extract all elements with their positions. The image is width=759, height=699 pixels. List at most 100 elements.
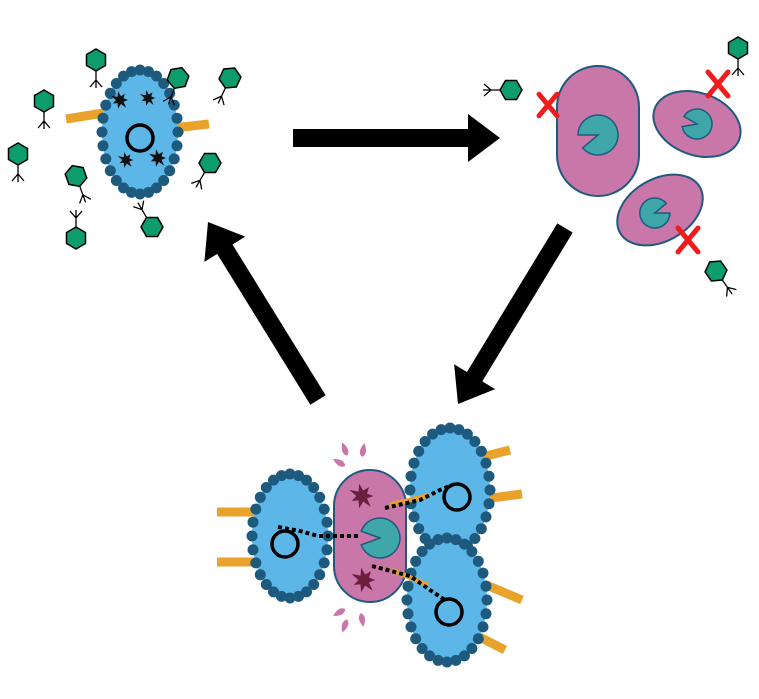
phage-tail xyxy=(731,59,745,76)
phage-tail xyxy=(191,172,206,190)
phage-tail xyxy=(78,186,92,204)
surface-receptor-dot xyxy=(408,511,420,523)
arrow-head xyxy=(204,222,246,262)
resistant-cells-group xyxy=(483,36,749,297)
surface-receptor-dot xyxy=(171,140,183,152)
effector-icon xyxy=(360,517,401,559)
phage-head xyxy=(85,48,107,72)
surface-receptor-dot xyxy=(480,511,492,523)
x-strokes xyxy=(705,69,731,99)
surface-receptor-dot xyxy=(318,503,330,515)
resistant-cell-large xyxy=(556,65,640,197)
phage-icon xyxy=(191,152,222,190)
surface-receptor-dot xyxy=(480,457,492,469)
phage-head xyxy=(166,66,190,90)
surface-receptor-dot xyxy=(247,516,259,528)
phage-head xyxy=(499,79,523,101)
surface-receptor-dot xyxy=(484,484,496,496)
phage-icon xyxy=(483,79,523,101)
arrow-shaft xyxy=(215,241,326,405)
surface-receptor-dot xyxy=(104,165,116,177)
phage-tail xyxy=(212,87,226,106)
surface-receptor-dot xyxy=(477,567,489,579)
arrow-head xyxy=(454,364,496,404)
surface-receptor-dot xyxy=(321,516,333,528)
surface-receptor-dot xyxy=(110,78,122,89)
phage-head xyxy=(7,142,29,166)
surface-receptor-dot xyxy=(441,656,453,668)
phage-icon xyxy=(85,48,107,88)
phage-icon xyxy=(727,36,749,76)
nucleoid-ring xyxy=(442,482,472,512)
phage-tail xyxy=(89,71,103,88)
surface-receptor-dot xyxy=(424,650,436,662)
effector-icon xyxy=(577,114,619,156)
surface-receptor-dot xyxy=(268,474,279,486)
phage-icon xyxy=(64,164,92,204)
surface-receptor-dot xyxy=(483,498,495,510)
surface-receptor-dot xyxy=(441,532,453,544)
effector-body xyxy=(360,517,401,559)
contact-killing-group xyxy=(217,422,524,668)
effector-body xyxy=(577,114,619,156)
effector-icon xyxy=(681,108,713,140)
surface-receptor-dot xyxy=(268,586,279,598)
surface-receptor-dot xyxy=(284,592,296,604)
arrow-shaft xyxy=(293,129,472,147)
surface-receptor-dot xyxy=(158,175,170,186)
surface-receptor-dot xyxy=(481,594,493,606)
phage-icon xyxy=(162,66,190,106)
droplet xyxy=(333,608,346,617)
surface-receptor-dot xyxy=(450,534,462,546)
surface-receptor-dot xyxy=(427,428,439,440)
injection-path xyxy=(371,564,447,602)
effector-icon xyxy=(639,197,671,229)
surface-receptor-dot xyxy=(126,186,137,198)
x-strokes xyxy=(536,91,560,119)
phage-tail xyxy=(69,210,83,227)
surface-receptor-dot xyxy=(402,580,414,592)
surface-receptor-dot xyxy=(172,126,184,138)
phage-tail xyxy=(11,165,25,182)
x-strokes xyxy=(675,225,701,255)
surface-receptor-dot xyxy=(469,533,481,544)
surface-receptor-dot xyxy=(143,66,154,78)
injection-path xyxy=(277,525,360,538)
surface-receptor-dot xyxy=(402,608,414,620)
surface-receptor-dot xyxy=(480,580,492,592)
surface-receptor-dot xyxy=(458,650,470,662)
surface-receptor-dot xyxy=(260,482,272,493)
surface-receptor-dot xyxy=(444,422,456,434)
surface-receptor-dot xyxy=(164,87,176,99)
surface-receptor-dot xyxy=(432,534,444,546)
phage-head xyxy=(140,216,164,238)
surface-receptor-dot xyxy=(424,538,436,550)
cell-body xyxy=(410,428,490,552)
cycle-arrows xyxy=(204,114,573,405)
surface-receptor-dot xyxy=(461,428,473,440)
surface-receptor-dot xyxy=(321,544,333,556)
surface-receptor-dot xyxy=(254,569,266,581)
host-cell-left xyxy=(246,468,334,604)
resistant-cell-right xyxy=(652,90,742,158)
nucleoid-ring xyxy=(270,529,300,559)
droplet xyxy=(359,443,367,457)
surface-receptor-dot xyxy=(247,544,259,556)
surface-receptor-dot xyxy=(432,654,444,666)
surface-receptor-dot xyxy=(314,569,326,581)
surface-receptor-dot xyxy=(164,165,176,177)
surface-receptor-dot xyxy=(100,153,112,165)
cell-body xyxy=(252,474,328,598)
phage-tail xyxy=(483,83,500,97)
surface-receptor-dot xyxy=(466,643,478,654)
surface-receptor-dot xyxy=(408,457,420,469)
surface-receptor-dot xyxy=(293,470,304,482)
surface-receptor-dot xyxy=(126,66,137,78)
surface-receptor-dot xyxy=(413,445,425,457)
surface-receptor-dot xyxy=(419,436,431,447)
cell-body xyxy=(102,70,178,194)
surface-receptor-dot xyxy=(171,112,183,124)
surface-receptor-dot xyxy=(301,586,312,598)
